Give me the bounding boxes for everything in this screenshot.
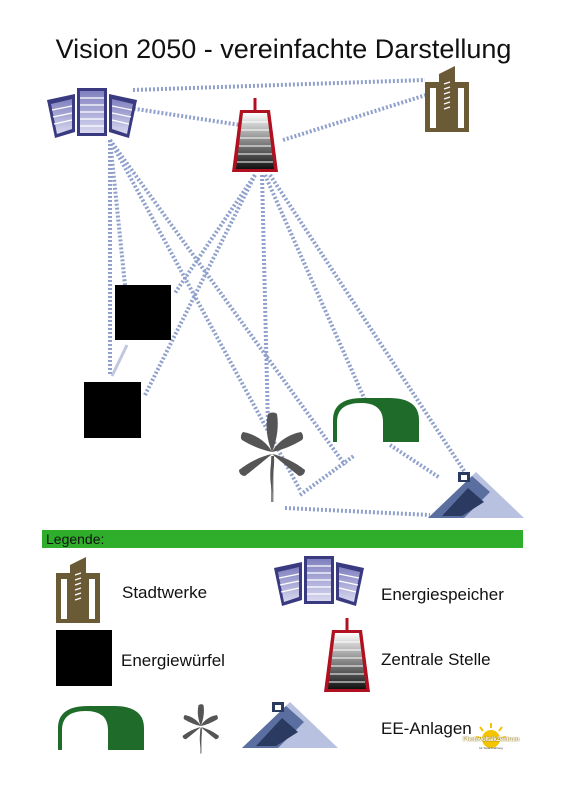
- energiewuerfel-legend-icon: [56, 630, 112, 686]
- energiewuerfel-node: [115, 285, 171, 340]
- connection-line: [108, 139, 127, 286]
- energiewuerfel-node: [84, 382, 141, 438]
- legend-label-stadtwerke: Stadtwerke: [122, 583, 208, 602]
- greenhouse-node: [333, 398, 419, 442]
- connection-lines: [108, 78, 472, 517]
- connection-line: [388, 443, 442, 480]
- wind-turbine-legend-icon: [182, 704, 219, 754]
- connection-line: [143, 174, 257, 396]
- connection-line: [282, 93, 427, 142]
- connection-line: [108, 138, 347, 467]
- connection-line: [268, 173, 472, 482]
- logo-subtitle: für Solarstrahlung: [479, 746, 503, 750]
- connection-line: [173, 173, 257, 295]
- stadtwerke-legend-icon: [55, 556, 101, 624]
- cube-link-line: [110, 344, 129, 377]
- sun-icon: [475, 723, 507, 748]
- legend-header-bar: Legende:: [42, 530, 523, 548]
- legend-label-zentrale-stelle: Zentrale Stelle: [381, 650, 491, 669]
- legend-label-energiewuerfel: Energiewürfel: [121, 651, 225, 670]
- diagram-title: Vision 2050 - vereinfachte Darstellung: [55, 34, 512, 64]
- legend-label-energiespeicher: Energiespeicher: [381, 585, 504, 604]
- zentrale-stelle-node: [230, 96, 280, 174]
- legend-heading: Legende:: [46, 531, 105, 547]
- wind-turbine-node: [239, 412, 305, 502]
- stadtwerke-node: [424, 65, 470, 133]
- connection-line: [132, 78, 426, 92]
- logo-name: PhotovoltaikZentrum: [462, 737, 520, 743]
- connection-line: [298, 453, 357, 497]
- energiespeicher-node: [46, 87, 138, 139]
- zentrale-stelle-legend-icon: [322, 616, 372, 694]
- connection-line: [260, 174, 270, 426]
- pv-house-node: [428, 472, 524, 518]
- greenhouse-legend-icon: [58, 706, 144, 750]
- connection-line: [263, 174, 367, 401]
- legend-label-ee-anlagen: EE-Anlagen: [381, 719, 472, 738]
- energiespeicher-legend-icon: [273, 555, 365, 607]
- connection-line: [284, 506, 431, 517]
- pv-house-legend-icon: [242, 702, 338, 748]
- photovoltaikzentrum-logo: PhotovoltaikZentrum für Solarstrahlung: [456, 723, 526, 763]
